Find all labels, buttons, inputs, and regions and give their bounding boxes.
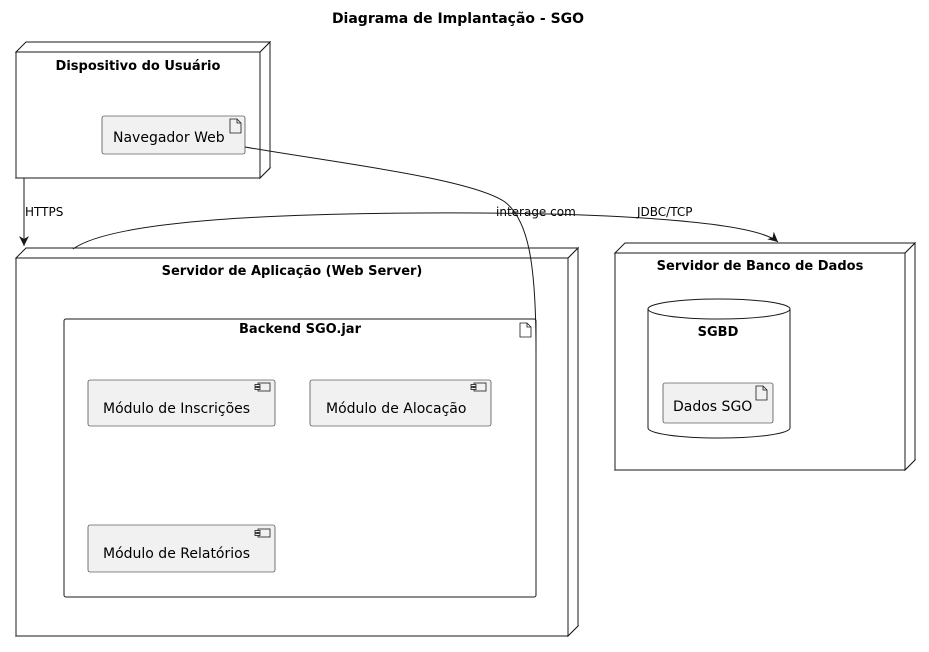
diagram-title: Diagrama de Implantação - SGO: [332, 11, 584, 27]
component-icon: [254, 382, 271, 392]
component-modulo-relatorios: Módulo de Relatórios: [87, 524, 276, 573]
connection-https-label: HTTPS: [25, 205, 63, 219]
artifact-navegador-web: Navegador Web: [101, 115, 246, 155]
node-app-server-label: Servidor de Aplicação (Web Server): [162, 264, 423, 279]
artifact-icon: [519, 322, 532, 338]
node-db-server-label: Servidor de Banco de Dados: [657, 259, 864, 274]
artifact-icon: [755, 385, 768, 401]
node-user-device-label: Dispositivo do Usuário: [56, 59, 221, 74]
connection-interacts: interage com: [244, 146, 576, 351]
connection-jdbc-label: JDBC/TCP: [636, 205, 692, 219]
component-modulo-relatorios-label: Módulo de Relatórios: [103, 546, 250, 562]
component-icon: [254, 528, 271, 538]
component-modulo-alocacao: Módulo de Alocação: [309, 379, 492, 427]
artifact-dados-sgo-label: Dados SGO: [673, 399, 752, 415]
component-icon: [470, 382, 487, 392]
artifact-navegador-web-label: Navegador Web: [113, 130, 225, 146]
component-modulo-alocacao-label: Módulo de Alocação: [326, 401, 466, 417]
connection-https: HTTPS: [19, 178, 63, 246]
artifact-icon: [229, 118, 242, 134]
artifact-dados-sgo: Dados SGO: [662, 382, 774, 424]
connection-jdbc: JDBC/TCP: [72, 205, 779, 250]
artifact-backend-label: Backend SGO.jar: [239, 322, 362, 337]
connection-interacts-label: interage com: [496, 205, 576, 219]
component-modulo-inscricoes: Módulo de Inscrições: [87, 379, 276, 427]
component-modulo-inscricoes-label: Módulo de Inscrições: [103, 401, 250, 417]
database-sgbd-label: SGBD: [698, 325, 739, 340]
node-user-device: Dispositivo do Usuário: [14, 40, 272, 180]
